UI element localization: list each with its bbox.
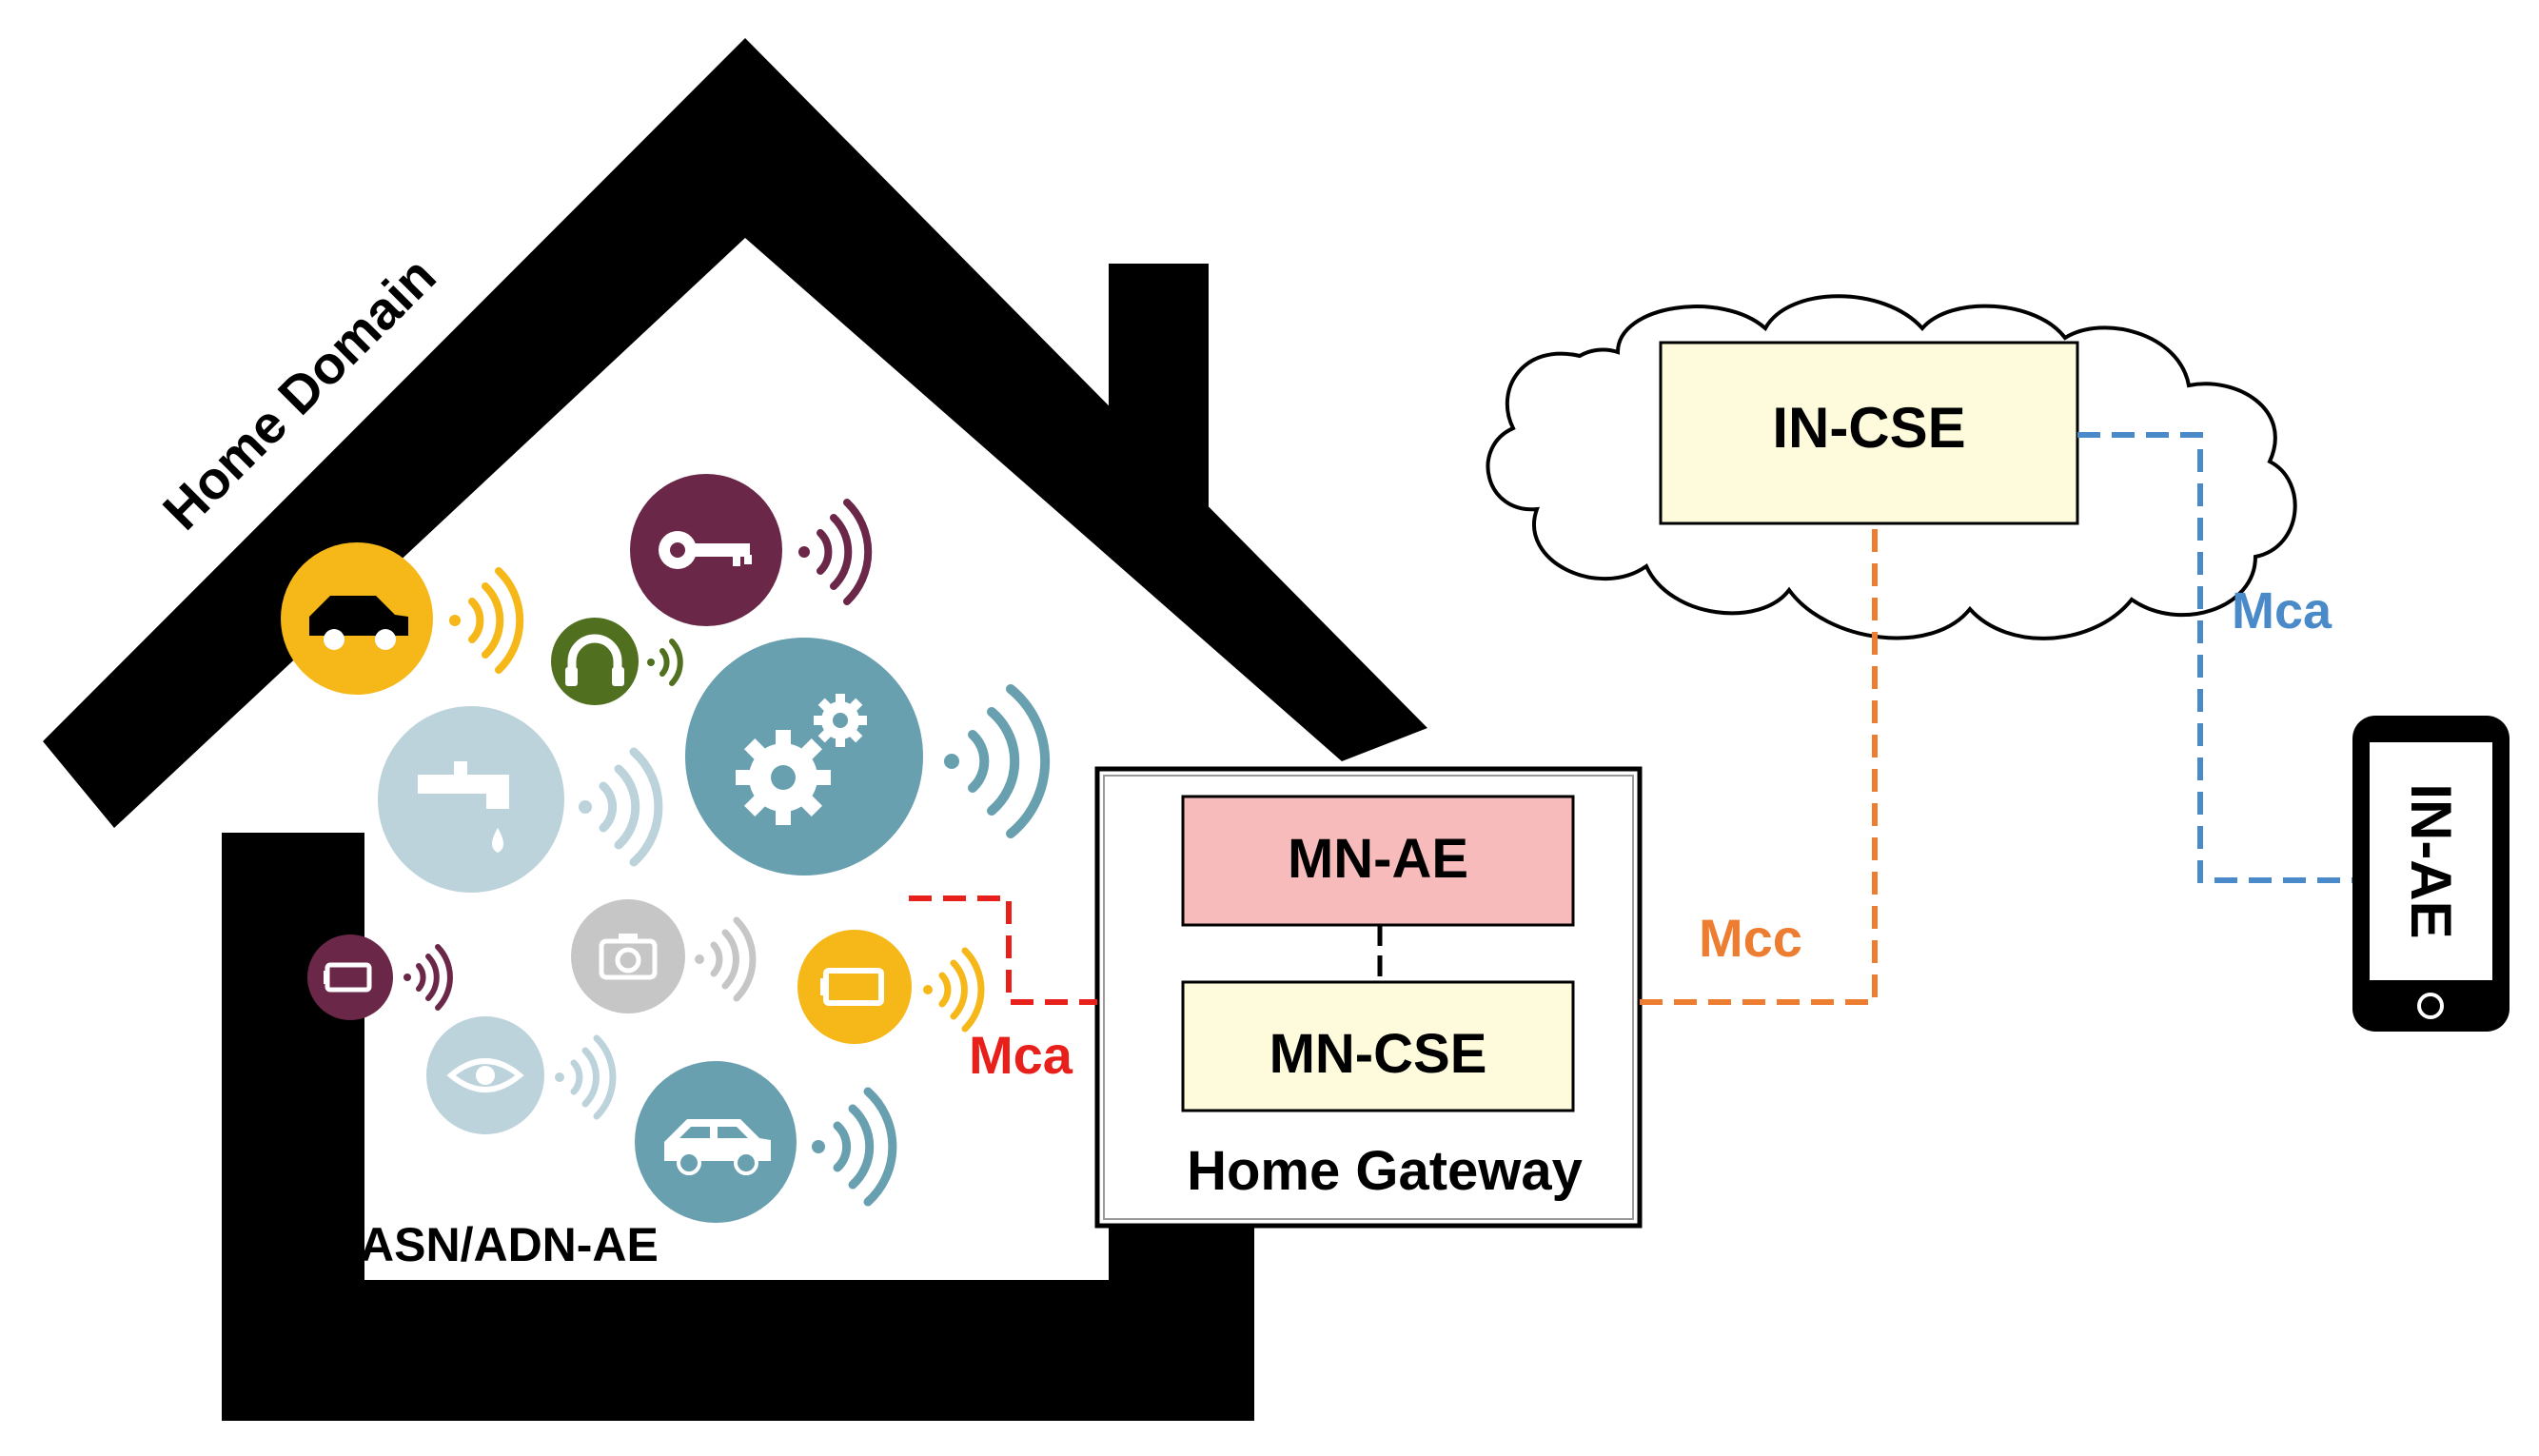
- faucet-icon: [378, 706, 564, 893]
- headphones-icon: [551, 618, 639, 705]
- house-chimney: [1109, 264, 1209, 571]
- car-icon: [635, 1061, 797, 1223]
- home-gateway: MN-AE MN-CSE Home Gateway: [1094, 766, 1643, 1229]
- wifi-signal-icon: [798, 499, 873, 605]
- key-icon: [630, 474, 782, 626]
- battery-icon: [797, 930, 912, 1044]
- mn-ae-box: [1181, 795, 1575, 927]
- mn-ae-label: MN-AE: [1288, 828, 1468, 890]
- home-gateway-label: Home Gateway: [1187, 1140, 1583, 1202]
- mcc-link: Mcc: [1640, 523, 1878, 1005]
- in-cse-box: [1659, 341, 2079, 525]
- wifi-signal-icon: [923, 947, 985, 1033]
- mn-cse-box: [1181, 980, 1575, 1112]
- mca-cloud-label: Mca: [2232, 582, 2332, 639]
- wifi-signal-icon: [944, 684, 1051, 838]
- phone-device: IN-AE: [2352, 716, 2509, 1032]
- house-right-wall: [1109, 1228, 1254, 1421]
- cloud: IN-CSE: [1486, 294, 2297, 640]
- wifi-signal-icon: [579, 747, 663, 867]
- wifi-signal-icon: [812, 1087, 897, 1207]
- mca-home-label: Mca: [969, 1025, 1073, 1085]
- car-icon: [281, 542, 433, 695]
- wifi-signal-icon: [449, 567, 524, 674]
- gears-icon: [685, 638, 923, 876]
- device-cluster: ASN/ADN-AE: [281, 474, 1051, 1271]
- eye-icon: [426, 1016, 544, 1134]
- wifi-signal-icon: [695, 916, 757, 1002]
- phone-home-button: [2417, 993, 2444, 1019]
- home-gateway-box-shadow: [1103, 775, 1634, 1220]
- wifi-signal-icon: [555, 1034, 617, 1120]
- in-ae-label: IN-AE: [2399, 783, 2463, 938]
- phone-screen: [2370, 742, 2492, 980]
- in-cse-label: IN-CSE: [1772, 396, 1965, 460]
- mcc-label: Mcc: [1699, 908, 1802, 968]
- mn-cse-label: MN-CSE: [1270, 1023, 1487, 1085]
- mca-cloud-link: Mca: [2077, 432, 2352, 883]
- camera-icon: [571, 899, 685, 1013]
- wifi-signal-icon: [647, 639, 683, 686]
- battery-icon: [307, 935, 393, 1020]
- asn-adn-ae-label: ASN/ADN-AE: [360, 1218, 659, 1271]
- wifi-signal-icon: [403, 944, 453, 1011]
- mca-home-link: Mca: [909, 895, 1097, 1085]
- house-roof: [43, 38, 1427, 828]
- house-floor: [222, 1280, 1254, 1421]
